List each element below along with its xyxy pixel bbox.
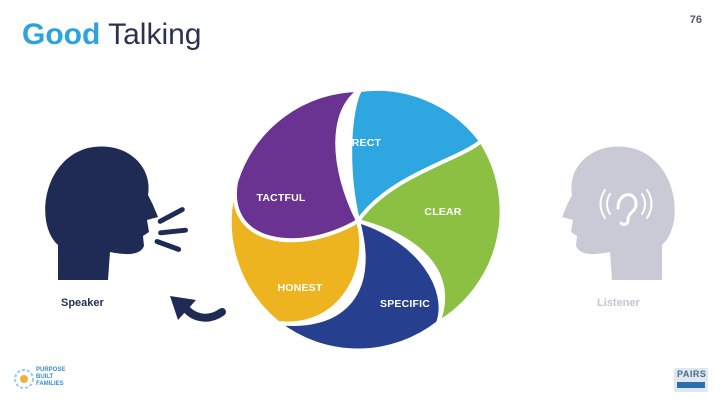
segment-label-specific: SPECIFIC	[380, 298, 430, 310]
title-bold: Good	[22, 18, 101, 51]
segment-specific	[276, 219, 443, 353]
segment-label-honest: HONEST	[278, 282, 323, 294]
pairs-logo: PAIRS	[674, 368, 708, 392]
segment-tactful	[232, 88, 362, 243]
page-title: Good Talking	[22, 16, 202, 54]
speaking-head-icon	[45, 146, 188, 280]
segment-label-clear: CLEAR	[424, 206, 461, 218]
purpose-built-families-logo: PURPOSE BUILT FAMILIES	[14, 366, 74, 394]
segment-label-direct: DIRECT	[341, 137, 382, 149]
title-light: Talking	[108, 18, 202, 51]
ear-icon	[599, 189, 653, 226]
page-number: 76	[689, 14, 702, 26]
listening-head-icon	[562, 146, 675, 280]
curved-arrow-icon	[170, 296, 226, 322]
segment-clear	[356, 139, 504, 325]
speaker-label: Speaker	[61, 297, 104, 309]
logo-pinwheel-icon	[14, 369, 34, 389]
listener-label: Listener	[597, 297, 640, 309]
qualities-wheel: DIRECT CLEAR SPECIFIC HONEST TACTFUL	[227, 86, 504, 353]
segment-label-tactful: TACTFUL	[256, 192, 305, 204]
